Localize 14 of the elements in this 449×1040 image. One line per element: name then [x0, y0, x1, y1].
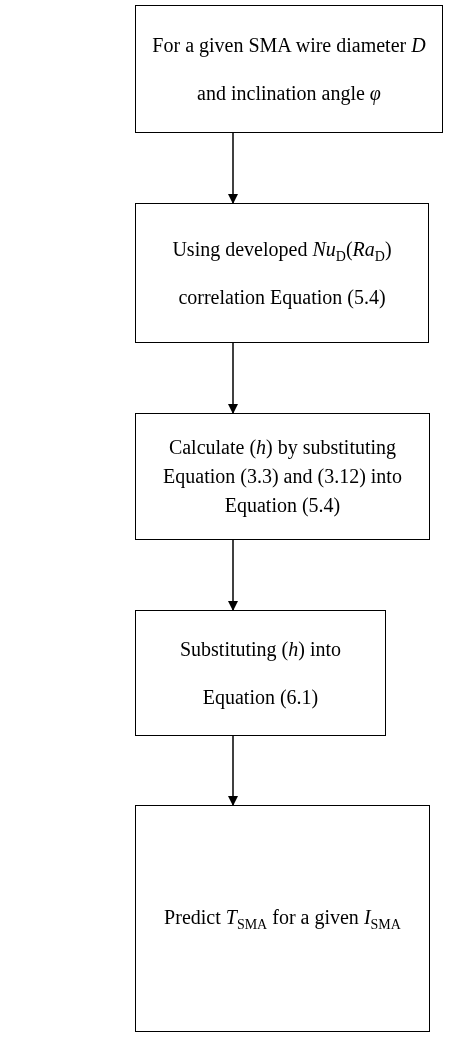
arrow — [228, 539, 238, 611]
arrow — [228, 735, 238, 806]
process-text: Substituting (h) into Equation (6.1) — [178, 637, 343, 711]
process-text: For a given SMA wire diameter D and inclination angle φ — [151, 33, 427, 107]
process-text: Using developed Nu$_{D}$(Ra$_{D}$) correlation Equation (5.4) — [171, 236, 393, 311]
process-box — [135, 610, 386, 736]
process-box — [135, 413, 430, 540]
process-text: Predict T$_{SMA}$ for a given I$_{SMA}$ — [164, 904, 401, 934]
process-box — [135, 203, 429, 343]
arrow — [228, 132, 238, 204]
process-box — [135, 805, 430, 1032]
arrow — [228, 342, 238, 414]
process-box — [135, 5, 443, 133]
process-text: Calculate (h) by substituting Equation (3.3) and (3.12) into Equation (5.4) — [162, 435, 403, 519]
